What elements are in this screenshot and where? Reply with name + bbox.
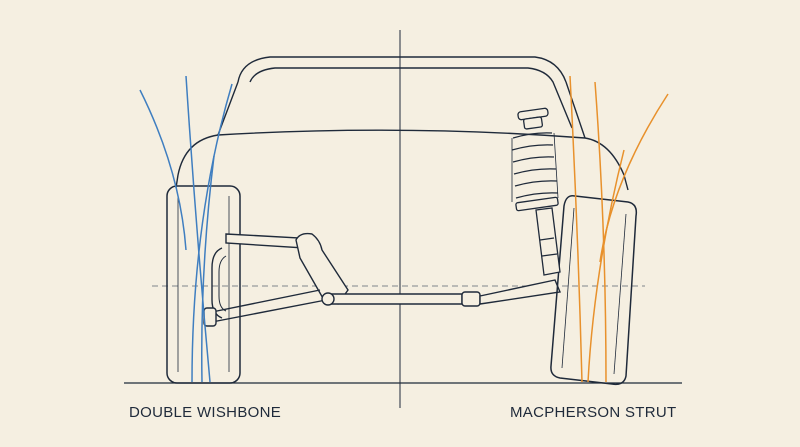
windshield-base xyxy=(217,129,586,139)
glass-inner xyxy=(249,67,573,129)
left-knuckle xyxy=(211,247,223,319)
macpherson-strut-label: MACPHERSON STRUT xyxy=(510,404,677,421)
lower-wishbone xyxy=(203,289,327,327)
car-body xyxy=(175,56,629,191)
left-geometry-lines xyxy=(139,75,233,383)
left-knuckle-inner xyxy=(218,255,227,312)
roof-outline xyxy=(237,56,567,83)
coil-spring-icon xyxy=(511,107,561,276)
right-wheel-icon xyxy=(550,194,638,386)
tie-rod xyxy=(321,279,561,307)
right-tire-tread xyxy=(561,207,575,369)
linkage-plate xyxy=(295,232,349,305)
right-geometry-lines xyxy=(569,75,669,383)
body-left-side xyxy=(175,134,219,189)
left-wheel-icon xyxy=(166,185,241,384)
left-tire xyxy=(166,185,241,384)
double-wishbone-label: DOUBLE WISHBONE xyxy=(129,404,282,421)
right-tire xyxy=(550,194,638,386)
right-tire-tread-2 xyxy=(613,213,627,375)
